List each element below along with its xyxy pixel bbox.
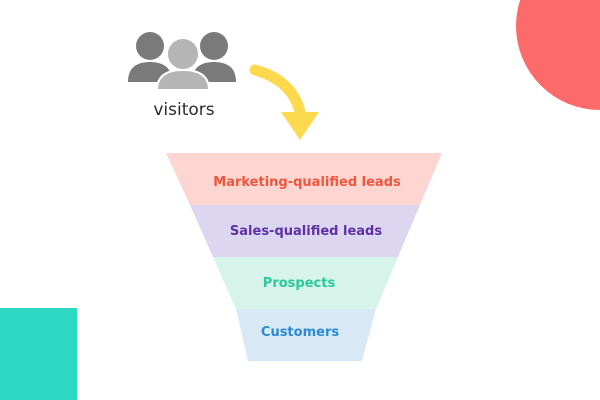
curved-arrow-down-icon [249,64,319,140]
corner-square-decoration [0,308,77,400]
stage-label-prospects: Prospects [262,276,336,291]
stage-label-sales-qualified-leads: Sales-qualified leads [229,224,383,239]
people-group-icon [128,32,236,91]
corner-circle-decoration [516,0,600,110]
stage-label-customers: Customers [260,325,340,340]
stage-label-marketing-qualified-leads: Marketing-qualified leads [213,175,401,190]
funnel-stage-prospects [213,257,398,309]
funnel-stage-customers [236,309,376,361]
funnel-stage-sales-qualified-leads [190,205,420,257]
funnel-stage-marketing-qualified-leads [166,153,442,205]
visitors-label: visitors [153,100,215,120]
